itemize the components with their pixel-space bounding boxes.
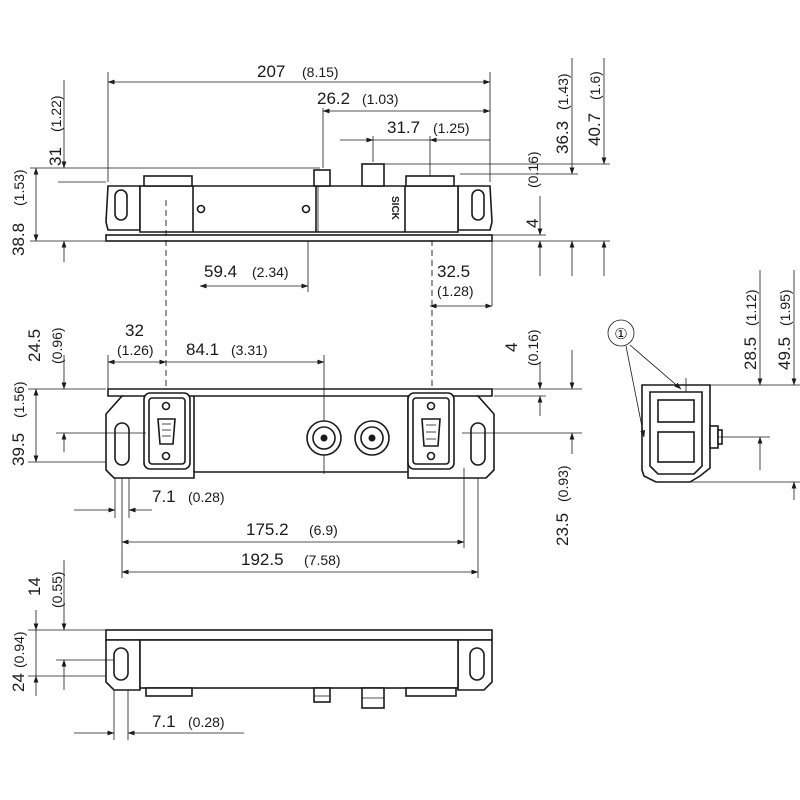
dim-24-5-mm: 24.5 [25,329,44,362]
dim-192-5-mm: 192.5 [241,550,284,569]
top-view-main-body [139,185,459,233]
dim-24-5-in: (0.96) [49,327,65,364]
dim-14-mm: 14 [25,577,44,596]
dim-39-5-in: (1.56) [11,381,27,418]
top-view-screw-1 [196,204,206,214]
dim-59-4-mm: 59.4 [204,262,237,281]
top-view-mid-connector [361,163,385,187]
top-view: SICK 207 (8.15) 26.2 (1.03) 31.7 (1.25) … [9,58,610,309]
bottom-view-base-plate [105,629,493,641]
bottom-view-right-plug [405,687,457,697]
dim-24-in: (0.94) [11,631,27,668]
dim-23-5-mm: 23.5 [553,513,572,546]
dim-84-1-mm: 84.1 [186,340,219,359]
dim-38-8-mm: 38.8 [9,223,28,256]
dim-36-3-in: (1.43) [555,73,571,110]
dim-207-mm: 207 [257,62,285,81]
bottom-view-main-body [139,639,459,689]
dim-32-mm: 32 [125,321,144,340]
bottom-view-left-slot [113,647,129,681]
dim-24-mm: 24 [9,673,28,692]
dim-4-top-in: (0.16) [525,151,541,188]
top-view-left-plug [143,175,193,187]
top-view-base-plate [105,234,493,242]
right-dsub-connector [421,418,441,447]
bottom-view-m12-connector [313,687,331,703]
dim-31-mm: 31 [46,147,65,166]
dim-175-2-mm: 175.2 [246,520,289,539]
top-view-m12-connector [313,169,331,187]
dim-36-3-mm: 36.3 [553,121,572,154]
side-view-connector [709,425,719,449]
dim-7-1-bottom-mm: 7.1 [152,712,176,731]
dim-31-7-mm: 31.7 [387,118,420,137]
dim-32-5-in: (1.28) [437,283,474,299]
dim-31-7-in: (1.25) [433,120,470,136]
dim-26-2-mm: 26.2 [317,89,350,108]
bottom-view: 14 (0.55) 24 (0.94) 7.1 (0.28) [9,560,493,740]
dim-23-5-in: (0.93) [555,465,571,502]
side-view-top-window [657,399,695,423]
dim-4-top-mm: 4 [523,219,542,228]
left-dsub-connector [157,418,176,445]
dim-49-5-in: (1.95) [777,289,793,326]
dim-7-1-front-mm: 7.1 [152,487,176,506]
top-view-left-slot [114,189,128,221]
dim-26-2-in: (1.03) [362,91,399,107]
dim-4-front-in: (0.16) [525,329,541,366]
dim-84-1-in: (3.31) [231,342,268,358]
dim-7-1-front-in: (0.28) [188,489,225,505]
dim-39-5-mm: 39.5 [9,433,28,466]
dim-40-7-mm: 40.7 [585,113,604,146]
bottom-view-right-slot [469,647,485,681]
dim-192-5-in: (7.58) [304,552,341,568]
callout-circle [607,319,635,347]
dim-14-in: (0.55) [49,571,65,608]
dim-32-5-mm: 32.5 [437,262,470,281]
top-view-right-slot [471,189,485,221]
bottom-view-left-plug [145,687,193,697]
dim-7-1-bottom-in: (0.28) [188,714,225,730]
side-view: ① 28.5 (1.12) 49.5 (1.95) [607,270,800,500]
top-view-screw-2 [301,204,311,214]
dim-28-5-in: (1.12) [743,289,759,326]
dim-31-in: (1.22) [48,95,64,132]
dim-59-4-in: (2.34) [252,264,289,280]
dim-4-front-mm: 4 [502,343,521,352]
dim-38-8-in: (1.53) [11,169,27,206]
top-view-right-plug [405,175,455,187]
dim-49-5-mm: 49.5 [775,337,794,370]
dim-175-2-in: (6.9) [309,522,338,538]
dim-207-in: (8.15) [302,64,339,80]
dim-32-in: (1.26) [117,342,154,358]
front-view-left-slot [114,422,130,466]
dim-28-5-mm: 28.5 [741,337,760,370]
front-view-right-slot [470,422,486,466]
dim-40-7-in: (1.6) [587,71,603,100]
callout-label: ① [614,325,627,343]
sick-logo: SICK [389,196,400,221]
side-view-bottom-window [657,431,695,463]
front-view: 32 (1.26) 84.1 (3.31) 24.5 (0.96) 39.5 (… [9,321,582,578]
